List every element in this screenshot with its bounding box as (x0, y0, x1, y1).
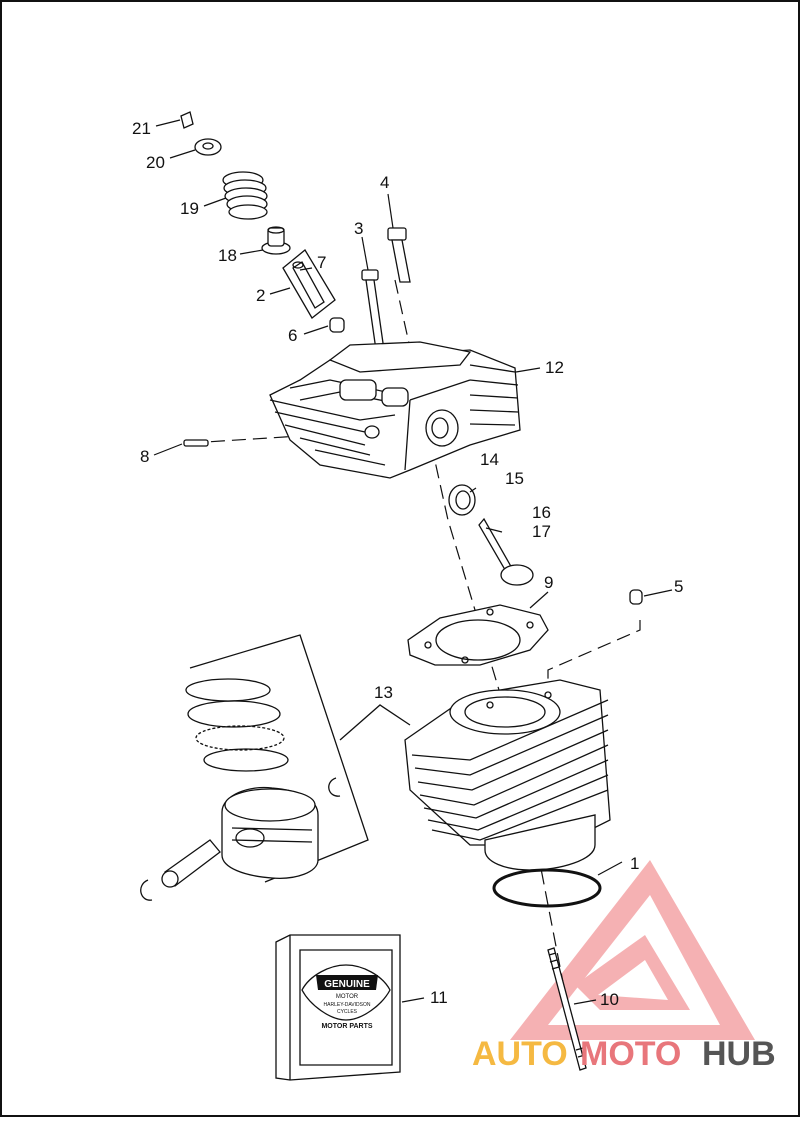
callout-12: 12 (545, 358, 564, 377)
callout-7: 7 (317, 253, 326, 272)
dowel-5 (629, 589, 643, 605)
genuine-parts-box-11: GENUINE MOTOR HARLEY-DAVIDSON CYCLES MOT… (275, 934, 401, 1081)
callout-13: 13 (374, 683, 393, 702)
valve-seat-14-15 (448, 484, 476, 516)
valve-keeper-21 (180, 111, 194, 129)
valve-16-17 (478, 517, 534, 586)
callout-2: 2 (256, 286, 265, 305)
head-bolt-3 (361, 269, 385, 351)
piston-circlips (140, 777, 341, 901)
badge-genuine-text: GENUINE (324, 979, 370, 990)
callout-1: 1 (630, 854, 639, 873)
callout-11: 11 (430, 988, 448, 1007)
badge-hd-text: HARLEY-DAVIDSON (324, 1002, 371, 1008)
callout-8: 8 (140, 447, 149, 466)
spring-collar-20 (194, 138, 222, 156)
stud-8 (183, 439, 209, 447)
assembly-center-lines (189, 279, 641, 1061)
callout-6: 6 (288, 326, 297, 345)
callout-5: 5 (674, 577, 683, 596)
valve-guide-2-7 (282, 249, 336, 319)
head-gasket-9 (407, 604, 549, 666)
watermark-hub-text: HUB (702, 1035, 776, 1073)
valve-seal-18 (261, 226, 291, 255)
badge-motor-parts-text: MOTOR PARTS (321, 1023, 372, 1030)
piston-pin (161, 839, 221, 888)
callout-leader-lines (153, 119, 673, 1005)
cylinder-13 (404, 679, 611, 871)
callout-21: 21 (132, 119, 151, 138)
valve-spring-19 (222, 171, 268, 220)
callout-19: 19 (180, 199, 199, 218)
head-bolt-4 (387, 227, 411, 283)
cylinder-head-12 (269, 341, 521, 479)
watermark-moto-text: MOTO (580, 1035, 681, 1073)
callout-17: 17 (532, 522, 551, 541)
callout-3: 3 (354, 219, 363, 238)
watermark-auto-text: AUTO (472, 1035, 568, 1073)
callout-20: 20 (146, 153, 165, 172)
dowel-6 (329, 317, 345, 333)
callout-15: 15 (505, 469, 524, 488)
watermark-logo (510, 860, 755, 1040)
piston (221, 786, 319, 879)
callout-16: 16 (532, 503, 551, 522)
cylinder-stud-10 (547, 947, 587, 1071)
callout-9: 9 (544, 573, 553, 592)
o-ring-1 (492, 868, 602, 908)
badge-cycles-text: CYCLES (337, 1009, 358, 1015)
callout-18: 18 (218, 246, 237, 265)
callout-10: 10 (600, 990, 619, 1009)
callout-14: 14 (480, 450, 499, 469)
callout-numbers: 1 2 3 4 5 6 7 8 9 10 11 12 13 14 15 16 1… (132, 119, 683, 1009)
callout-4: 4 (380, 173, 389, 192)
watermark-text: AUTO MOTO HUB (472, 1035, 776, 1073)
piston-rings (185, 678, 289, 772)
badge-motor-text: MOTOR (336, 994, 359, 1000)
